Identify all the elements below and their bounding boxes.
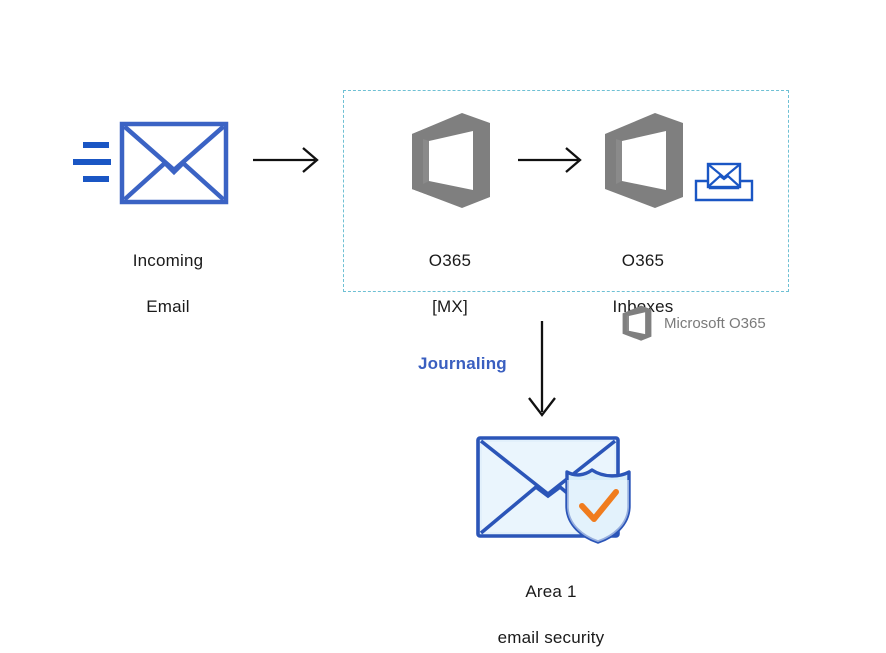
area1-email-security-node[interactable] xyxy=(466,430,636,545)
arrow-inboxes-to-area1 xyxy=(516,318,568,422)
legend-label: Microsoft O365 xyxy=(664,314,766,332)
check-icon xyxy=(579,489,619,522)
envelope-flap-bottom xyxy=(122,159,226,202)
tray-envelope-flap xyxy=(708,164,740,179)
incoming-email-label-line1: Incoming xyxy=(132,251,204,270)
incoming-email-label-line2: Email xyxy=(146,297,190,316)
area1-label-line1: Area 1 xyxy=(525,582,577,601)
inbox-tray-node[interactable] xyxy=(694,158,754,204)
arrow-incoming-to-mx xyxy=(253,142,325,178)
arrow-mx-to-inboxes xyxy=(518,142,590,178)
o365-mx-label-line1: O365 xyxy=(428,251,472,270)
o365-boundary-zone xyxy=(343,90,789,292)
o365-inboxes-node[interactable] xyxy=(598,110,690,210)
arrowhead xyxy=(565,147,582,173)
office-365-logo-icon xyxy=(622,305,652,341)
speed-line-top xyxy=(83,142,109,148)
inbox-tray-envelope-icon xyxy=(694,162,754,202)
o365-mx-label-line2: [MX] xyxy=(432,297,468,316)
office-365-logo-icon xyxy=(605,113,683,208)
incoming-email-label: Incoming Email xyxy=(98,226,238,341)
office-365-logo-icon xyxy=(412,113,490,208)
incoming-email-node[interactable] xyxy=(70,115,230,215)
speed-line-bottom xyxy=(83,176,109,182)
speed-line-middle xyxy=(73,159,111,165)
area1-label-line2: email security xyxy=(497,628,605,647)
area1-label: Area 1 email security xyxy=(466,557,636,653)
tray-envelope-fold xyxy=(708,174,740,187)
o365-mx-label: O365 [MX] xyxy=(385,226,515,341)
o365-inboxes-label-line1: O365 xyxy=(621,251,665,270)
legend-microsoft-o365: Microsoft O365 xyxy=(620,304,766,342)
envelope-shield-check-icon xyxy=(476,436,631,544)
envelope-with-speed-lines-icon xyxy=(73,121,229,205)
arrowhead xyxy=(302,147,319,173)
o365-mx-node[interactable] xyxy=(405,110,497,210)
arrowhead xyxy=(528,397,556,417)
journaling-edge-label: Journaling xyxy=(418,354,507,373)
